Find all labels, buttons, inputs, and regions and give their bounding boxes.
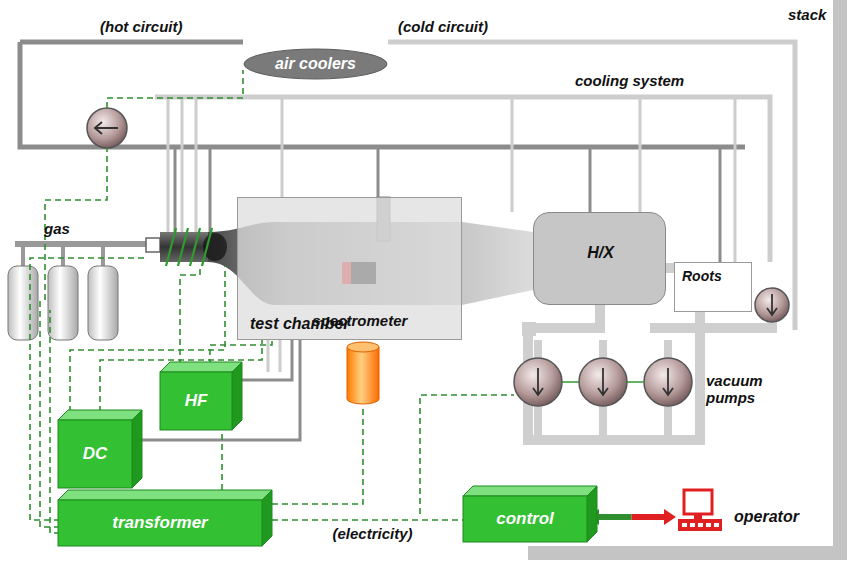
shape-part (262, 490, 272, 546)
shape-part (682, 523, 687, 527)
bidirectional-arrow (598, 514, 632, 520)
heat-exchanger: H/X (533, 212, 666, 305)
shape-part (587, 486, 597, 542)
shape-part (463, 486, 597, 496)
computer-icon (676, 488, 726, 538)
arrow-head (664, 509, 676, 525)
shape-part (58, 410, 142, 420)
shape-part (58, 420, 132, 488)
part-label: (cold circuit) (398, 18, 488, 35)
node-label: H/X (587, 244, 614, 262)
shape-part (347, 342, 379, 352)
roots-pump-box: Roots (674, 262, 752, 312)
dc-supply: DC (58, 410, 142, 488)
control-wire (262, 519, 463, 521)
part-label: cooling system (575, 72, 684, 89)
shape-part (232, 362, 242, 430)
spectrometer: spectrometer (308, 312, 418, 408)
shape-part (678, 519, 722, 531)
cooler-ellipse: air coolers (243, 48, 388, 80)
edge-label: (electricity) (330, 525, 414, 542)
node-label: DC (83, 444, 108, 464)
control-wire (262, 408, 363, 504)
shape-part (698, 523, 703, 527)
node-label: air coolers (275, 55, 356, 73)
shape-part (714, 523, 719, 527)
shape-part (347, 347, 379, 404)
shape-part (160, 372, 232, 430)
shape-part (132, 410, 142, 488)
node-label: transformer (112, 513, 207, 533)
bidirectional-arrow (632, 514, 666, 520)
shape-part (463, 496, 587, 542)
shape-part (694, 514, 702, 519)
node-label: operator (734, 508, 799, 526)
part-label: stack (788, 6, 826, 23)
node-label: HF (185, 391, 208, 411)
shape-part (706, 523, 711, 527)
shape-part (244, 49, 387, 79)
shape-part (58, 490, 272, 500)
shape-part (690, 523, 695, 527)
control-box: control (463, 486, 597, 542)
part-label: (hot circuit) (100, 18, 183, 35)
part-label: vacuum pumps (706, 372, 776, 407)
shape-part (58, 500, 262, 546)
shape-part (684, 490, 712, 514)
part-label: gas (44, 220, 70, 237)
shape-part (160, 362, 242, 372)
hf-generator: HF (160, 362, 242, 430)
node-label: control (496, 509, 554, 529)
transformer-box: transformer (58, 490, 272, 546)
node-label: spectrometer (312, 312, 407, 329)
operator-station: operator (676, 488, 841, 538)
node-label: Roots (682, 268, 722, 284)
